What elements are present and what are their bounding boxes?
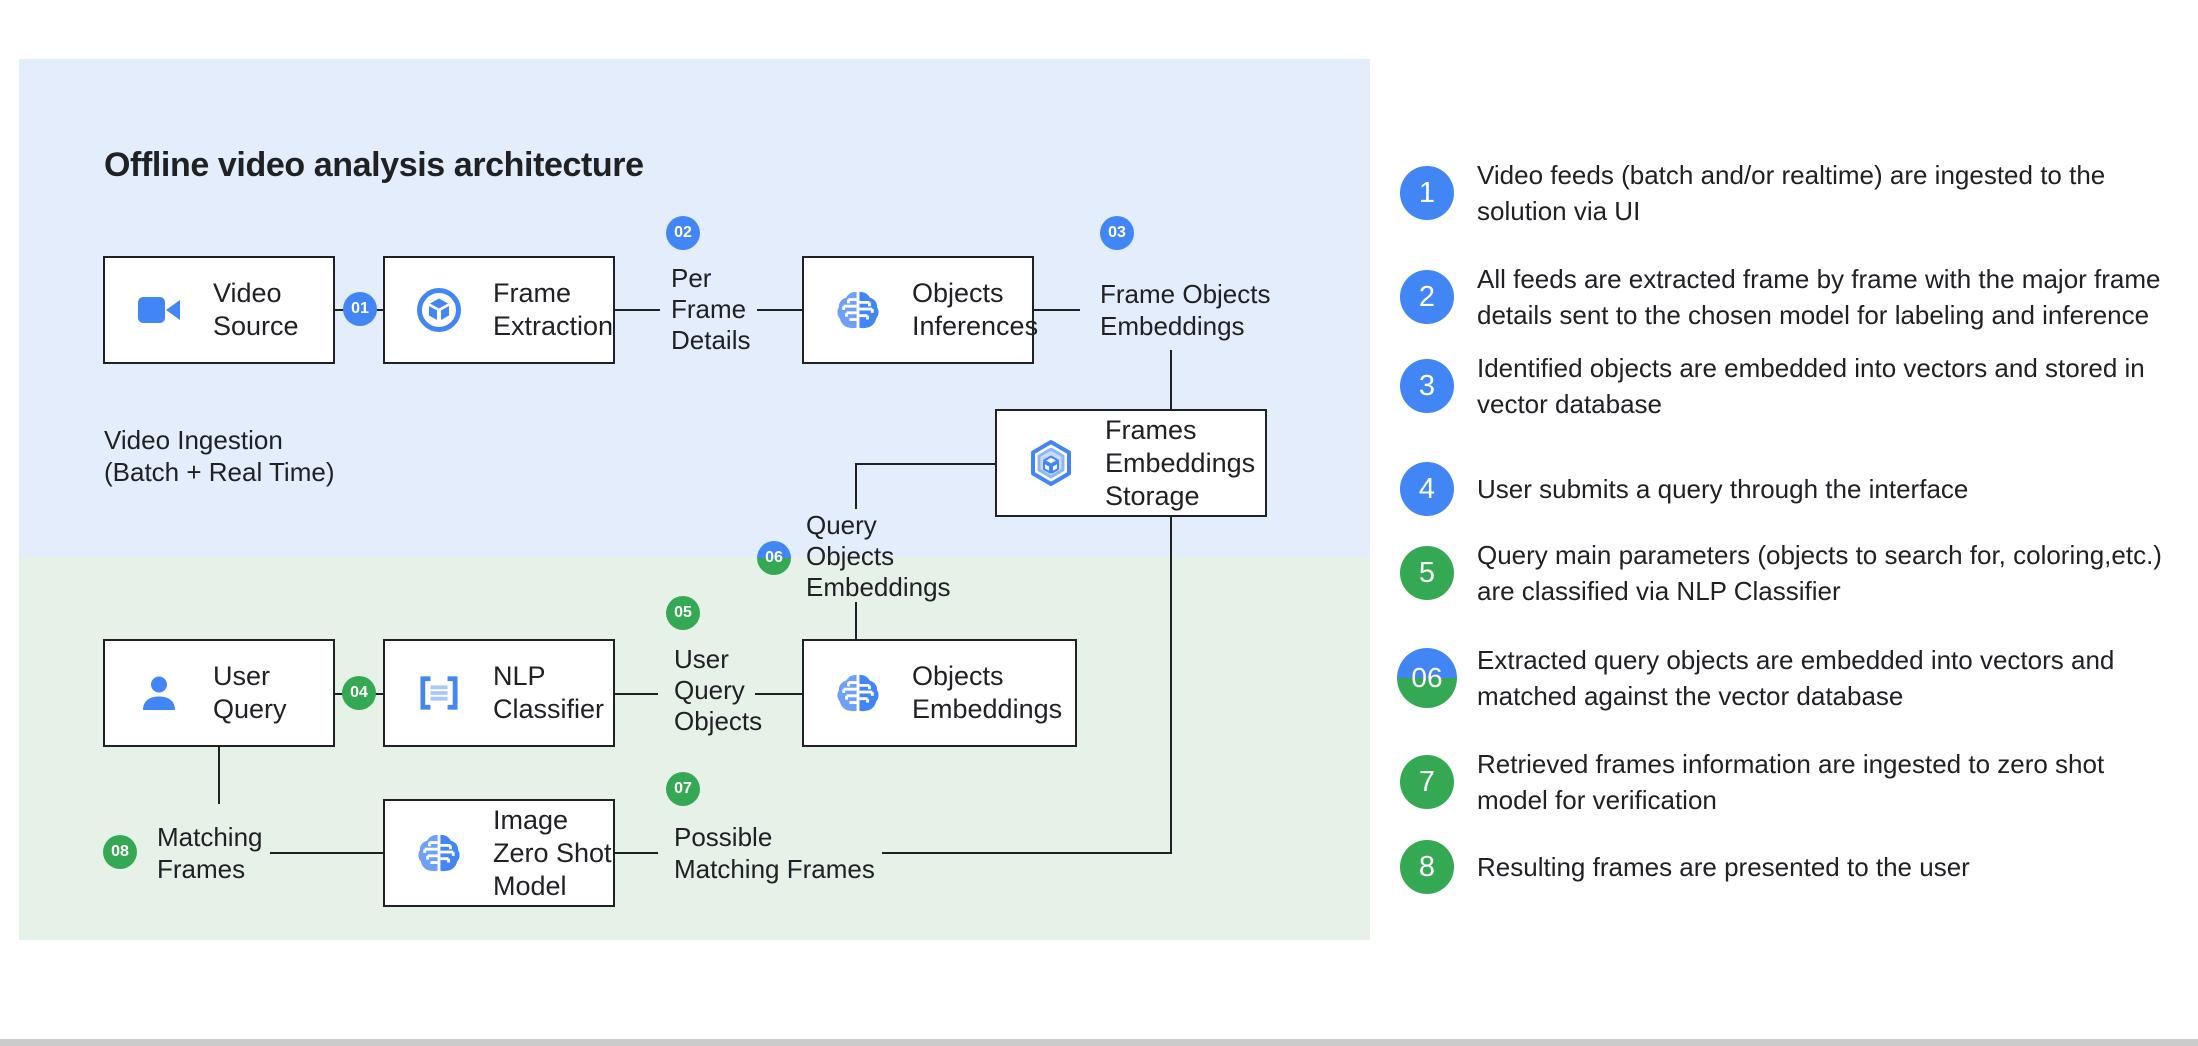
connector-line: [1034, 309, 1080, 311]
connector-line: [856, 463, 995, 465]
legend-step-badge-5: 5: [1400, 546, 1454, 600]
step-badge-07: 07: [666, 772, 700, 806]
legend-item-text: Query main parameters (objects to search…: [1477, 537, 2198, 609]
legend-item-text: All feeds are extracted frame by frame w…: [1477, 261, 2198, 333]
page-title: Offline video analysis architecture: [104, 146, 644, 185]
node-label: Objects Inferences: [912, 277, 1038, 343]
user-person-icon: [105, 672, 213, 714]
legend-item-text: Video feeds (batch and/or realtime) are …: [1477, 157, 2198, 229]
matching-frames-label: Matching Frames: [157, 821, 263, 885]
connector-line: [1170, 350, 1172, 409]
legend-item-text: Retrieved frames information are ingeste…: [1477, 746, 2198, 818]
frames-embeddings-storage-node: Frames Embeddings Storage: [995, 409, 1267, 517]
legend-step-badge-4: 4: [1400, 462, 1454, 516]
connector-line: [218, 747, 220, 804]
node-label: User Query: [213, 660, 287, 726]
nlp-classifier-icon: [385, 674, 493, 712]
video-ingestion-caption: Video Ingestion (Batch + Real Time): [104, 424, 334, 488]
connector-line: [882, 852, 1172, 854]
zero-shot-brain-icon: [385, 833, 493, 873]
query-objects-embeddings-label: Query Objects Embeddings: [806, 510, 951, 603]
node-label: Objects Embeddings: [912, 660, 1062, 726]
legend-item-text: User submits a query through the interfa…: [1477, 471, 2198, 507]
objects-inferences-node: Objects Inferences: [802, 256, 1034, 364]
legend-item-text: Identified objects are embedded into vec…: [1477, 350, 2198, 422]
connector-line: [757, 309, 802, 311]
legend-step-badge-2: 2: [1400, 270, 1454, 324]
video-source-node: Video Source: [103, 256, 335, 364]
user-query-objects-label: User Query Objects: [674, 644, 762, 737]
frame-extraction-icon: [385, 287, 493, 333]
step-badge-03: 03: [1100, 216, 1134, 250]
bottom-divider: [0, 1039, 2198, 1046]
legend-step-badge-1: 1: [1400, 166, 1454, 220]
step-badge-01: 01: [343, 292, 377, 326]
image-zero-shot-model-node: Image Zero Shot Model: [383, 799, 615, 907]
frame-objects-embeddings-label: Frame Objects Embeddings: [1100, 278, 1271, 342]
per-frame-details-label: Per Frame Details: [671, 263, 750, 356]
node-label: Video Source: [213, 277, 299, 343]
connector-line: [615, 693, 658, 695]
user-query-node: User Query: [103, 639, 335, 747]
legend-step-badge-06: 06: [1397, 648, 1457, 708]
nlp-classifier-node: NLP Classifier: [383, 639, 615, 747]
legend-step-badge-8: 8: [1400, 840, 1454, 894]
possible-matching-frames-label: Possible Matching Frames: [674, 821, 875, 885]
step-badge-02: 02: [666, 216, 700, 250]
node-label: Frame Extraction: [493, 277, 613, 343]
connector-line: [1170, 517, 1172, 854]
legend-step-badge-7: 7: [1400, 755, 1454, 809]
videocam-icon: [105, 294, 213, 326]
frame-extraction-node: Frame Extraction: [383, 256, 615, 364]
legend-step-badge-3: 3: [1400, 359, 1454, 413]
storage-hexagon-icon: [997, 439, 1105, 487]
step-badge-04: 04: [342, 676, 376, 710]
step-badge-05: 05: [666, 596, 700, 630]
legend-item-text: Extracted query objects are embedded int…: [1477, 642, 2198, 714]
connector-line: [855, 463, 857, 509]
legend-item-text: Resulting frames are presented to the us…: [1477, 849, 2198, 885]
connector-line: [855, 602, 857, 639]
connector-line: [615, 309, 660, 311]
step-badge-06: 06: [757, 541, 791, 575]
node-label: Frames Embeddings Storage: [1105, 414, 1255, 513]
objects-embeddings-brain-icon: [804, 673, 912, 713]
step-badge-08: 08: [103, 835, 137, 869]
node-label: NLP Classifier: [493, 660, 604, 726]
node-label: Image Zero Shot Model: [493, 804, 612, 903]
connector-line: [615, 852, 658, 854]
connector-line: [270, 852, 383, 854]
objects-inferences-brain-icon: [804, 290, 912, 330]
objects-embeddings-node: Objects Embeddings: [802, 639, 1077, 747]
